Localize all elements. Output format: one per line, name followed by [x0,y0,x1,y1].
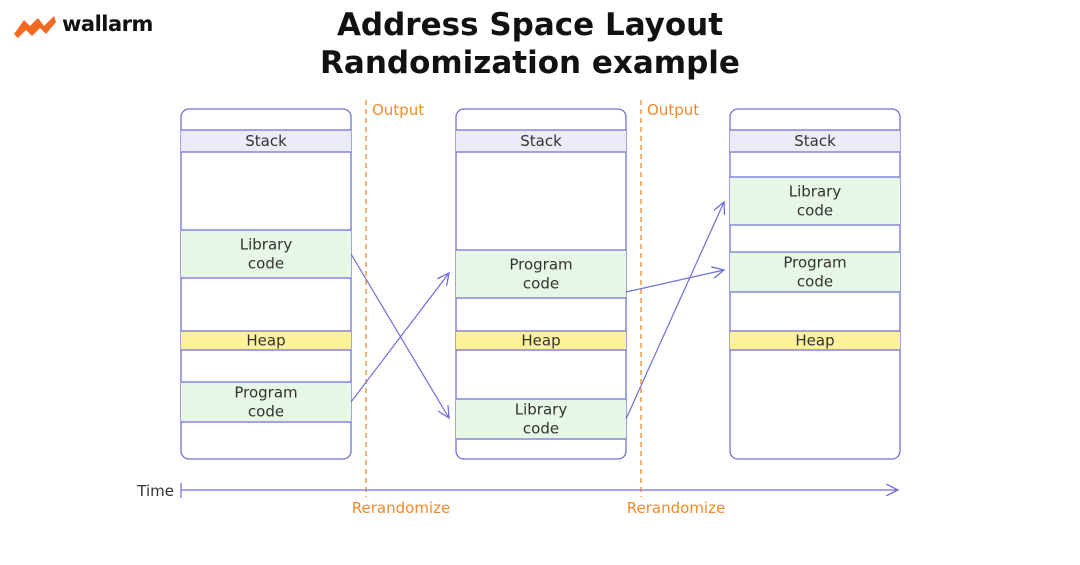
segment-label: Heap [795,332,834,350]
arrow-library-1-to-2 [350,253,449,418]
segment-label: Library [789,183,842,201]
title-line-2: Randomization example [320,45,740,81]
segment-label: code [523,275,559,293]
segment-label: Program [234,384,297,402]
segment-label: Library [515,401,568,419]
segment-label: Stack [245,132,287,150]
segment-fill [181,382,351,422]
segment-label: Heap [521,332,560,350]
segment-fill [456,399,626,439]
brand-name: wallarm [62,12,153,36]
arrow-program-1-to-2 [350,273,449,403]
segment-stack: Stack [181,129,351,153]
segment-label: Stack [794,132,836,150]
segment-fill [730,130,900,152]
rerandomize-label: Rerandomize [352,499,450,517]
segment-label: Program [509,256,572,274]
segment-heap: Heap [456,330,626,351]
segment-fill [181,331,351,350]
arrow-library-2-to-3 [625,202,724,420]
segment-fill [456,130,626,152]
rerandomize-label: Rerandomize [627,499,725,517]
segment-stack: Stack [730,129,900,153]
segment-label: code [797,273,833,291]
segment-label: Program [783,254,846,272]
segment-fill [456,250,626,298]
output-label: Output [372,101,424,119]
time-axis: Time [136,482,898,500]
segment-fill [730,331,900,350]
segment-fill [456,331,626,350]
arrow-program-2-to-3 [625,270,724,293]
segment-heap: Heap [730,330,900,351]
segment-fill [181,130,351,152]
segment-label: Stack [520,132,562,150]
segment-label: Library [240,236,293,254]
segment-label: code [248,403,284,421]
segment-stack: Stack [456,129,626,153]
segment-fill [730,177,900,225]
output-label: Output [647,101,699,119]
title-line-1: Address Space Layout [336,7,724,43]
segment-heap: Heap [181,330,351,351]
segment-label: Heap [246,332,285,350]
segment-fill [730,252,900,292]
time-axis-label: Time [136,482,174,500]
wallarm-logo-icon [14,16,56,38]
page-title: Address Space Layout Randomization examp… [280,6,780,82]
segment-label: code [248,255,284,273]
memory-box [180,108,352,460]
segment-fill [181,230,351,278]
segment-label: code [523,420,559,438]
segment-label: code [797,202,833,220]
